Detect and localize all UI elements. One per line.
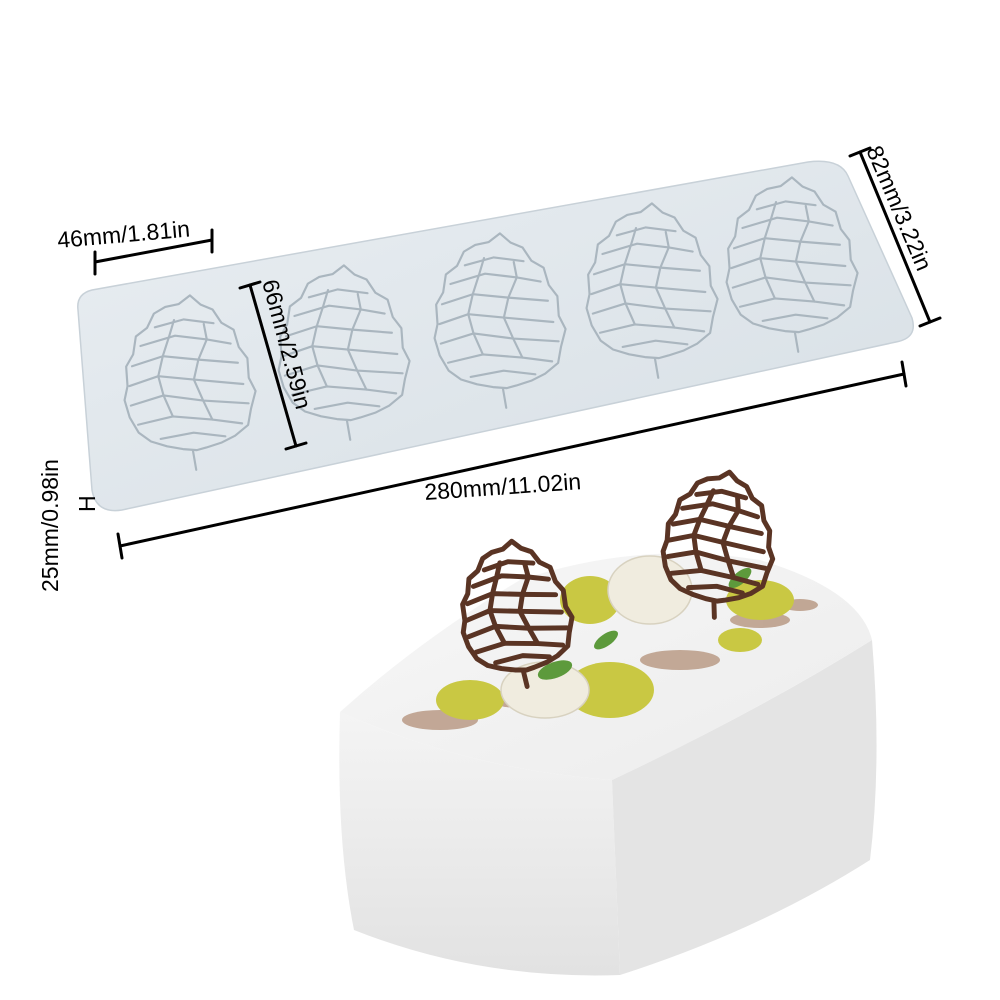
dessert-block-front xyxy=(339,712,620,976)
dimension-lines xyxy=(93,146,942,560)
height-axis-letter: H xyxy=(74,495,100,512)
silicone-mold xyxy=(77,160,914,512)
dessert-block-side xyxy=(612,640,877,975)
dessert-photo xyxy=(339,468,877,976)
frisee-garnish xyxy=(436,576,794,720)
height-label: 25mm/0.98in xyxy=(37,459,63,592)
